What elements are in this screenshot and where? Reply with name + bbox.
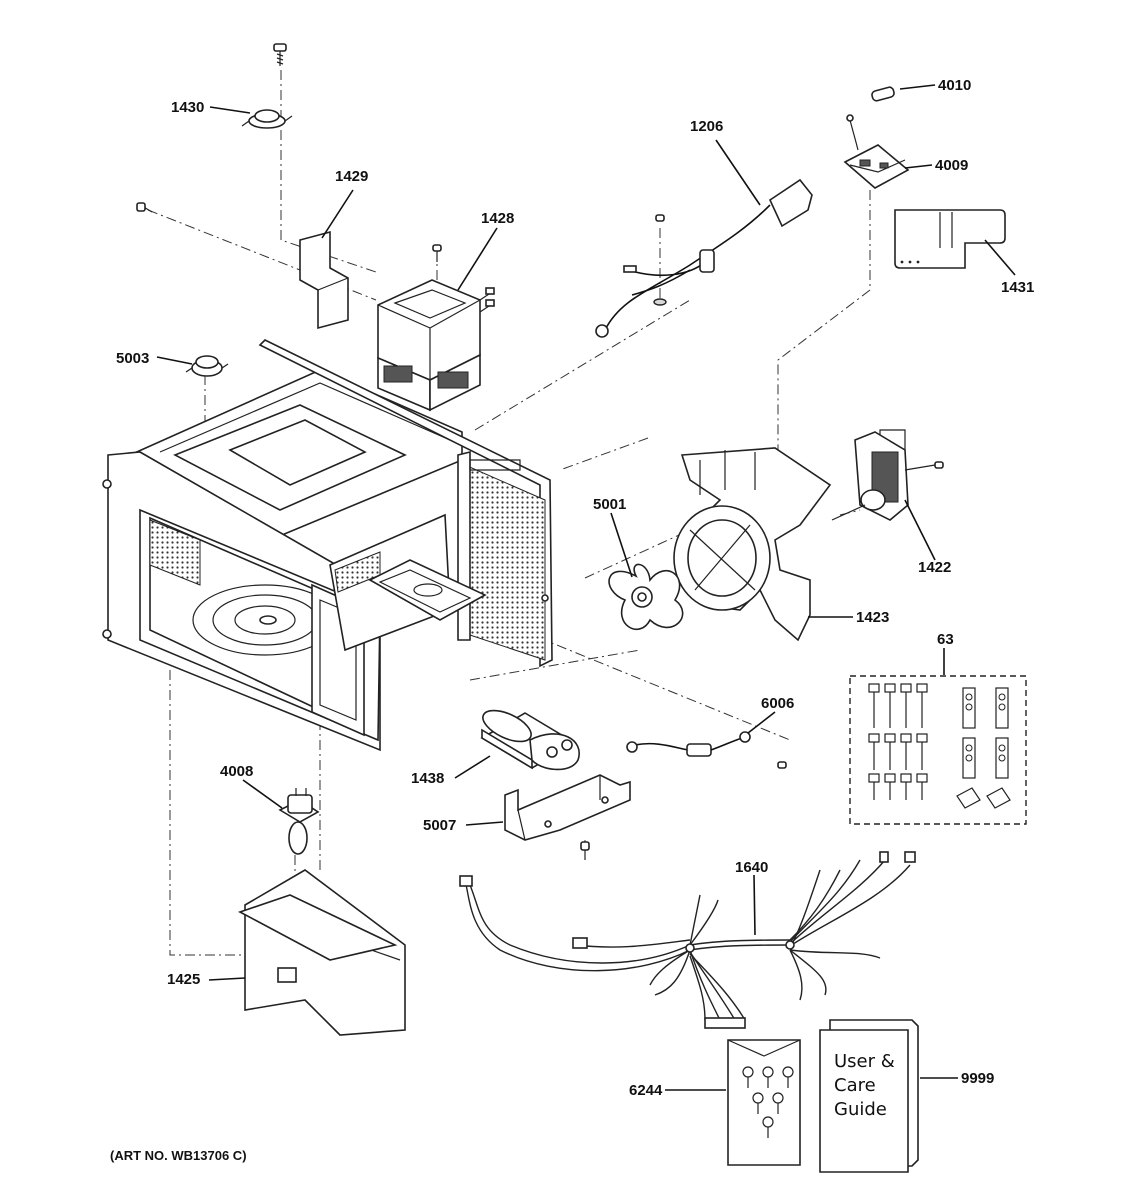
label-1640: 1640 xyxy=(735,859,769,876)
fan-duct-part xyxy=(673,447,832,642)
guide-title: User & Care Guide xyxy=(834,1051,895,1120)
label-4008: 4008 xyxy=(220,763,254,780)
label-1430: 1430 xyxy=(171,99,205,116)
label-1423: 1423 xyxy=(856,609,890,626)
air-guide-part xyxy=(237,869,406,1036)
label-1206: 1206 xyxy=(690,118,724,135)
label-1429: 1429 xyxy=(335,168,369,185)
user-guide-part xyxy=(819,1019,919,1173)
thermostat-top-part xyxy=(241,43,293,129)
microwave-chassis xyxy=(102,339,553,752)
label-63: 63 xyxy=(937,631,954,648)
screw-kit-part xyxy=(727,1039,801,1166)
label-1422: 1422 xyxy=(918,559,952,576)
power-cord-part xyxy=(595,178,813,338)
capacitor-part xyxy=(480,709,580,771)
wire-harness-part xyxy=(459,851,916,1029)
label-5003: 5003 xyxy=(116,350,150,367)
label-4009: 4009 xyxy=(935,157,969,174)
label-6006: 6006 xyxy=(761,695,795,712)
transformer-part xyxy=(377,244,495,412)
hardware-kit-part xyxy=(849,675,1027,825)
capacitor-bracket-part xyxy=(504,774,631,860)
label-1425: 1425 xyxy=(167,971,201,988)
bracket-top-part xyxy=(136,202,349,330)
label-1428: 1428 xyxy=(481,210,515,227)
lamp-socket-part xyxy=(278,788,320,855)
noise-filter-part xyxy=(843,86,910,189)
label-5001: 5001 xyxy=(593,496,627,513)
fan-blade-part xyxy=(608,563,684,631)
diode-part xyxy=(626,731,787,769)
label-1438: 1438 xyxy=(411,770,445,787)
art-number-caption: (ART NO. WB13706 C) xyxy=(110,1148,247,1163)
thermostat-cavity-part xyxy=(185,355,229,377)
label-1431: 1431 xyxy=(1001,279,1035,296)
label-6244: 6244 xyxy=(629,1082,663,1099)
label-9999: 9999 xyxy=(961,1070,995,1087)
fan-motor-part xyxy=(831,429,944,521)
leader-lines xyxy=(156,84,1016,1091)
insulator-part xyxy=(894,209,1006,269)
label-4010: 4010 xyxy=(938,77,972,94)
label-5007: 5007 xyxy=(423,817,457,834)
